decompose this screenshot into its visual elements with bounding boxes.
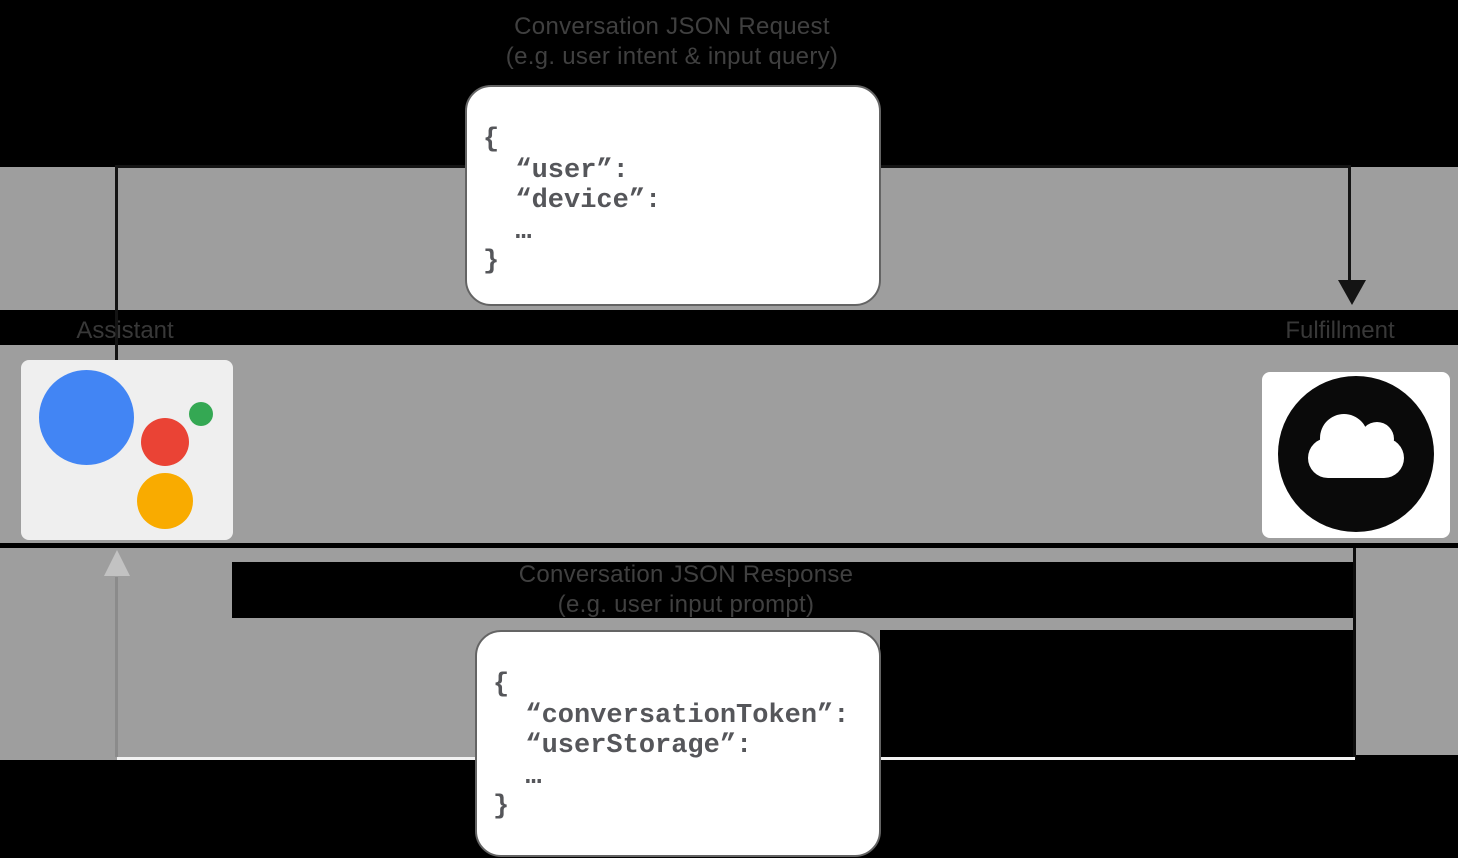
response-arrow-segment: [1353, 548, 1356, 759]
request-arrow-segment: [1348, 165, 1351, 282]
request-json-code: { “user”: “device”: … }: [483, 125, 662, 277]
response-subtitle: (e.g. user input prompt): [557, 591, 815, 618]
cloud-glyph: [1308, 414, 1404, 478]
fulfillment-tile: [1262, 372, 1450, 538]
assistant-blue-dot: [39, 370, 134, 465]
response-title: Conversation JSON Response: [518, 561, 854, 588]
background-band: [0, 345, 1458, 543]
response-json-code: { “conversationToken”: “userStorage”: … …: [493, 670, 850, 822]
assistant-green-dot: [189, 402, 213, 426]
response-json-card: { “conversationToken”: “userStorage”: … …: [475, 630, 881, 857]
background-band: [232, 618, 1355, 630]
assistant-yellow-dot: [137, 473, 193, 529]
background-band: [232, 548, 1355, 562]
request-arrow-segment: [115, 165, 118, 362]
cloud-icon: [1278, 376, 1434, 532]
arrow-up-icon: [104, 550, 130, 576]
assistant-red-dot: [141, 418, 189, 466]
request-caption: Conversation JSON Request (e.g. user int…: [506, 12, 838, 72]
request-title: Conversation JSON Request: [514, 13, 830, 40]
request-json-card: { “user”: “device”: … }: [465, 85, 881, 306]
response-arrow-segment: [115, 577, 118, 757]
response-caption: Conversation JSON Response (e.g. user in…: [519, 560, 854, 620]
request-subtitle: (e.g. user intent & input query): [505, 43, 839, 70]
background-band: [1355, 548, 1458, 755]
arrow-down-icon: [1338, 280, 1366, 305]
google-assistant-icon: [21, 360, 233, 540]
assistant-label: Assistant: [76, 317, 174, 344]
fulfillment-label: Fulfillment: [1285, 317, 1395, 344]
